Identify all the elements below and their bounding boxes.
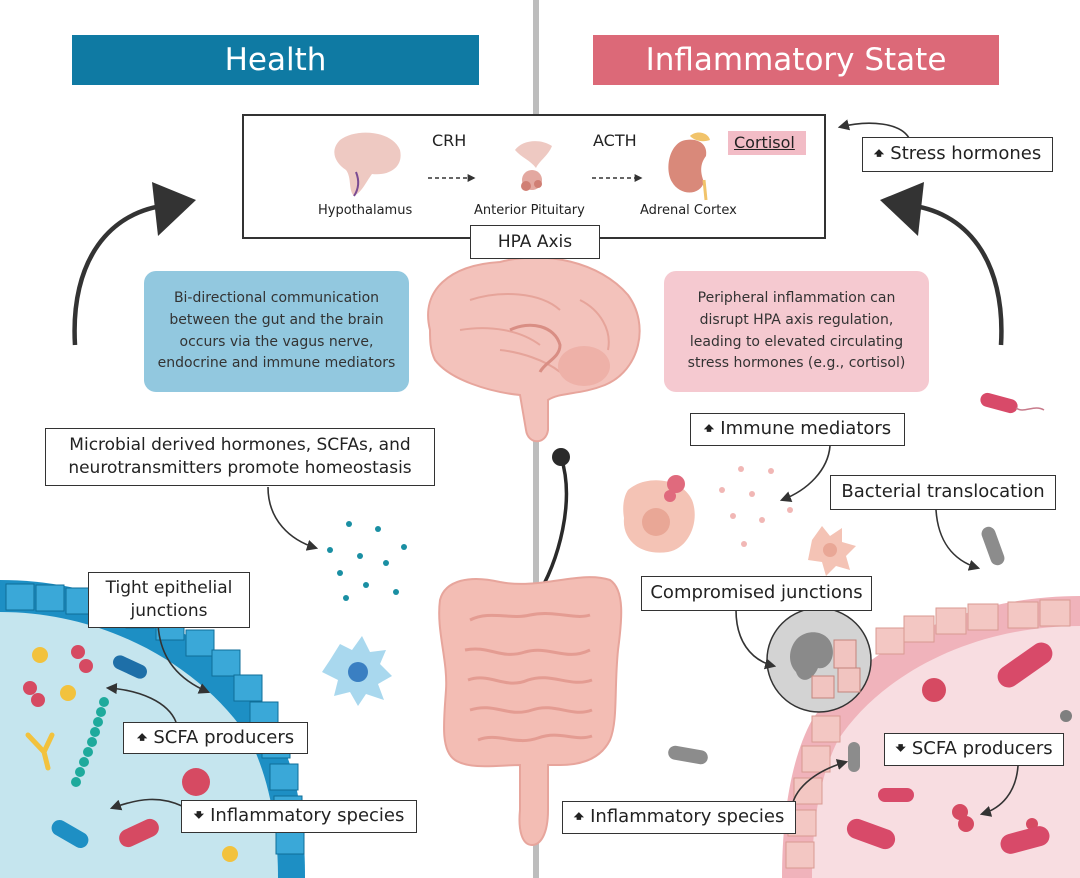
adrenal-cortex-label: Adrenal Cortex [640,203,737,218]
health-banner: Health [72,35,479,85]
inflam-up-text: Inflammatory species [590,806,785,828]
inflam-down-arrow [109,798,183,811]
tight-junction-arrow [157,623,211,694]
compromised-junction-zoom [766,607,872,713]
compromised-arrow [735,609,777,670]
microbial-derived-box: Microbial derived hormones, SCFAs, and n… [45,428,435,486]
tight-junctions-box: Tight epithelial junctions [88,572,250,628]
pituitary-illustration [515,141,552,191]
bacterial-translocation-text: Bacterial translocation [841,481,1045,503]
brain-illustration [427,256,641,443]
bacterial-translocation-box: Bacterial translocation [830,475,1056,510]
arrow-down-icon: 🠻 [895,739,906,760]
anterior-pituitary-label: Anterior Pituitary [474,203,585,218]
compromised-junctions-text: Compromised junctions [650,582,863,604]
inflammation-note-line-3: leading to elevated circulating [689,333,904,350]
health-note-line-3: occurs via the vagus nerve, [179,333,374,350]
adrenal-kidney-illustration [668,132,710,201]
inflammation-note: Peripheral inflammation can disrupt HPA … [664,271,929,392]
compromised-junctions-box: Compromised junctions [641,576,872,611]
inflammation-note-line-1: Peripheral inflammation can [697,290,896,307]
scfa-up-arrow [105,682,177,723]
arrow-up-icon: 🠹 [873,144,885,165]
tight-junctions-line-1: Tight epithelial [105,578,233,599]
health-note-line-1: Bi-directional communication [173,290,380,307]
tight-junctions-line-2: junctions [130,601,208,621]
immune-cells-right [623,475,856,576]
scfa-dots [327,521,407,601]
inflammatory-species-up-box: 🠹Inflammatory species [562,801,796,834]
stress-hormones-text: Stress hormones [890,143,1042,165]
stress-hormones-box: 🠹Stress hormones [862,137,1053,172]
immune-mediators-box: 🠹Immune mediators [690,413,905,446]
cortisol-highlight [728,131,806,155]
hypothalamus-label: Hypothalamus [318,203,413,218]
arrow-up-icon: 🠹 [136,727,148,748]
right-curved-arrow [880,182,1004,346]
hypothalamus-illustration [334,132,401,197]
inflammatory-state-banner: Inflammatory State [593,35,999,85]
inflammation-note-line-4: stress hormones (e.g., cortisol) [687,355,906,372]
scfa-producers-up-box: 🠹SCFA producers [123,722,308,754]
healthy-microbes [23,645,238,862]
acth-label: ACTH [593,131,637,150]
scfa-down-arrow [979,765,1019,817]
health-note-line-2: between the gut and the brain [169,311,384,328]
immune-mediator-dots [719,466,793,547]
microbial-arrow [267,486,319,551]
microbial-line-1: Microbial derived hormones, SCFAs, and [69,435,411,456]
crh-label: CRH [432,131,467,150]
hpa-axis-label: HPA Axis [470,225,600,259]
scfa-up-text: SCFA producers [153,726,295,748]
inflam-up-arrow [791,759,849,807]
immune-mediators-arrow [779,445,831,503]
inflammatory-microbes [668,392,1072,854]
dendritic-cell-left [322,636,392,706]
left-curved-arrow [72,182,196,346]
scfa-down-text: SCFA producers [911,738,1053,760]
cortisol-label: Cortisol [734,133,795,152]
stress-hormones-arrow [837,119,911,141]
intestine-illustration [438,576,623,847]
inflammation-note-line-2: disrupt HPA axis regulation, [699,311,894,328]
health-note: Bi-directional communication between the… [144,271,409,392]
scfa-producers-down-box: 🠻SCFA producers [884,733,1064,766]
inflammatory-species-down-box: 🠻Inflammatory species [181,800,417,833]
arrow-down-icon: 🠻 [193,806,205,827]
arrow-up-icon: 🠹 [573,807,585,828]
inflam-down-text: Inflammatory species [210,805,405,827]
health-note-line-4: endocrine and immune mediators [157,355,396,372]
microbial-line-2: neurotransmitters promote homeostasis [68,458,412,478]
immune-mediators-text: Immune mediators [720,418,892,440]
arrow-up-icon: 🠹 [703,419,715,440]
translocation-arrow [935,509,981,571]
